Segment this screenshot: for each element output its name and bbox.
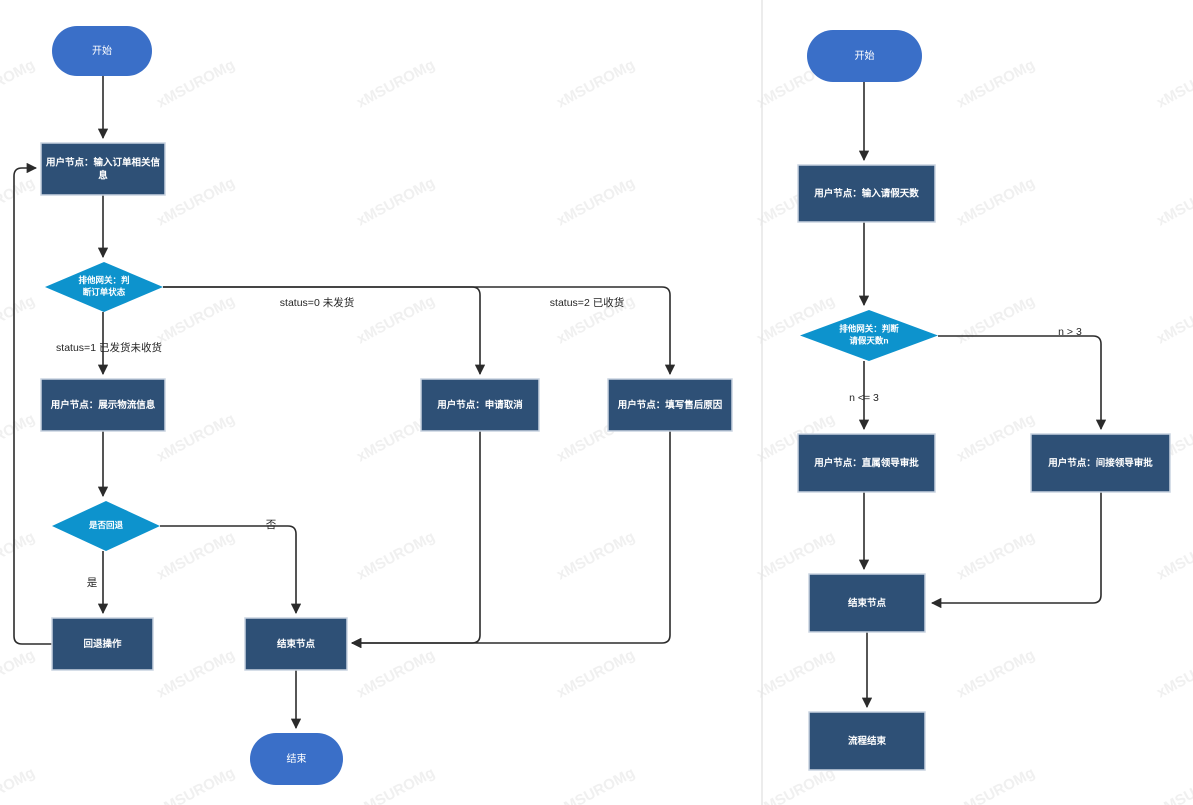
- node-r-gw-days[interactable]: 排他网关：判断请假天数n: [800, 310, 938, 361]
- watermark-text: xMSUROMg: [0, 528, 38, 583]
- watermark-text: xMSUROMg: [954, 292, 1038, 347]
- node-l-gw-status[interactable]: 排他网关：判断订单状态: [45, 262, 163, 312]
- watermark-text: xMSUROMg: [0, 56, 38, 111]
- node-r-input[interactable]: 用户节点：输入请假天数: [797, 164, 936, 223]
- watermark-text: xMSUROMg: [154, 410, 238, 465]
- watermark-text: xMSUROMg: [354, 56, 438, 111]
- watermark-text: xMSUROMg: [154, 292, 238, 347]
- node-l-aftersale[interactable]: 用户节点：填写售后原因: [607, 378, 733, 432]
- order-after-sales-flow-labels: status=0 未发货 status=2 已收货 status=1 已发货未收货否…: [56, 296, 624, 589]
- nodes-layer: 开始用户节点：输入订单相关信息排他网关：判断订单状态用户节点：展示物流信息用户节…: [40, 26, 1171, 785]
- edge-cancel-to-end-node: [350, 431, 481, 649]
- watermark-text: xMSUROMg: [1154, 528, 1193, 583]
- watermark-text: xMSUROMg: [1154, 292, 1193, 347]
- edge-revert-no-to-end-node: [160, 525, 302, 615]
- edge-label-l-lbl-status2: status=2 已收货: [550, 296, 624, 309]
- watermark-text: xMSUROMg: [1154, 174, 1193, 229]
- watermark-text: xMSUROMg: [554, 646, 638, 701]
- watermark-text: xMSUROMg: [554, 174, 638, 229]
- watermark-text: xMSUROMg: [154, 764, 238, 805]
- watermark-text: xMSUROMg: [554, 56, 638, 111]
- right-diagram-edges: [858, 82, 1107, 709]
- node-l-end-node[interactable]: 结束节点: [244, 617, 348, 671]
- watermark-text: xMSUROMg: [0, 174, 38, 229]
- watermark-text: xMSUROMg: [954, 646, 1038, 701]
- edge-label-l-lbl-status1: status=1 已发货未收货: [56, 341, 162, 354]
- node-r-end-node[interactable]: 结束节点: [808, 573, 926, 633]
- watermark-text: xMSUROMg: [354, 646, 438, 701]
- node-r-indirect[interactable]: 用户节点：间接领导审批: [1030, 433, 1171, 493]
- watermark-text: xMSUROMg: [0, 410, 38, 465]
- node-r-finish[interactable]: 流程结束: [808, 711, 926, 771]
- watermark-text: xMSUROMg: [154, 528, 238, 583]
- node-l-gw-revert[interactable]: 是否回退: [52, 501, 160, 551]
- node-l-input[interactable]: 用户节点：输入订单相关信息: [40, 142, 166, 196]
- watermark-text: xMSUROMg: [554, 528, 638, 583]
- watermark-text: xMSUROMg: [1154, 56, 1193, 111]
- watermark-text: xMSUROMg: [554, 292, 638, 347]
- watermark-text: xMSUROMg: [754, 646, 838, 701]
- edge-r-indirect-to-end-node: [930, 492, 1102, 609]
- node-l-revert-op[interactable]: 回退操作: [51, 617, 154, 671]
- watermark-text: xMSUROMg: [0, 646, 38, 701]
- watermark-text: xMSUROMg: [354, 292, 438, 347]
- node-l-logistics[interactable]: 用户节点：展示物流信息: [40, 378, 166, 432]
- node-l-end[interactable]: 结束: [250, 733, 343, 785]
- watermark-text: xMSUROMg: [354, 528, 438, 583]
- watermark-text: xMSUROMg: [154, 56, 238, 111]
- watermark-text: xMSUROMg: [154, 174, 238, 229]
- left-diagram-edges: [13, 76, 676, 730]
- edge-aftersale-to-end-node: [350, 431, 671, 649]
- edge-gateway-to-aftersale: [163, 286, 676, 376]
- watermark-text: xMSUROMg: [1154, 646, 1193, 701]
- edge-label-l-lbl-status0: status=0 未发货: [280, 296, 354, 309]
- watermark-text: xMSUROMg: [1154, 764, 1193, 805]
- edge-revert-op-loopback: [13, 162, 52, 645]
- watermark-text: xMSUROMg: [954, 764, 1038, 805]
- watermark-text: xMSUROMg: [954, 174, 1038, 229]
- node-l-cancel[interactable]: 用户节点：申请取消: [420, 378, 540, 432]
- watermark-text: xMSUROMg: [154, 646, 238, 701]
- watermark-text: xMSUROMg: [954, 528, 1038, 583]
- watermark-text: xMSUROMg: [0, 764, 38, 805]
- watermark-text: xMSUROMg: [554, 764, 638, 805]
- node-r-direct[interactable]: 用户节点：直属领导审批: [797, 433, 936, 493]
- watermark-text: xMSUROMg: [354, 764, 438, 805]
- node-l-start[interactable]: 开始: [52, 26, 152, 76]
- node-r-start[interactable]: 开始: [807, 30, 922, 82]
- watermark-text: xMSUROMg: [954, 56, 1038, 111]
- edge-r-gateway-gt3: [938, 335, 1107, 431]
- watermark-text: xMSUROMg: [354, 174, 438, 229]
- watermark-text: xMSUROMg: [954, 410, 1038, 465]
- edge-gateway-to-cancel: [163, 286, 486, 376]
- watermark-text: xMSUROMg: [0, 292, 38, 347]
- edge-label-l-lbl-yes: 是: [87, 577, 98, 589]
- edge-label-l-lbl-no: 否: [266, 519, 277, 531]
